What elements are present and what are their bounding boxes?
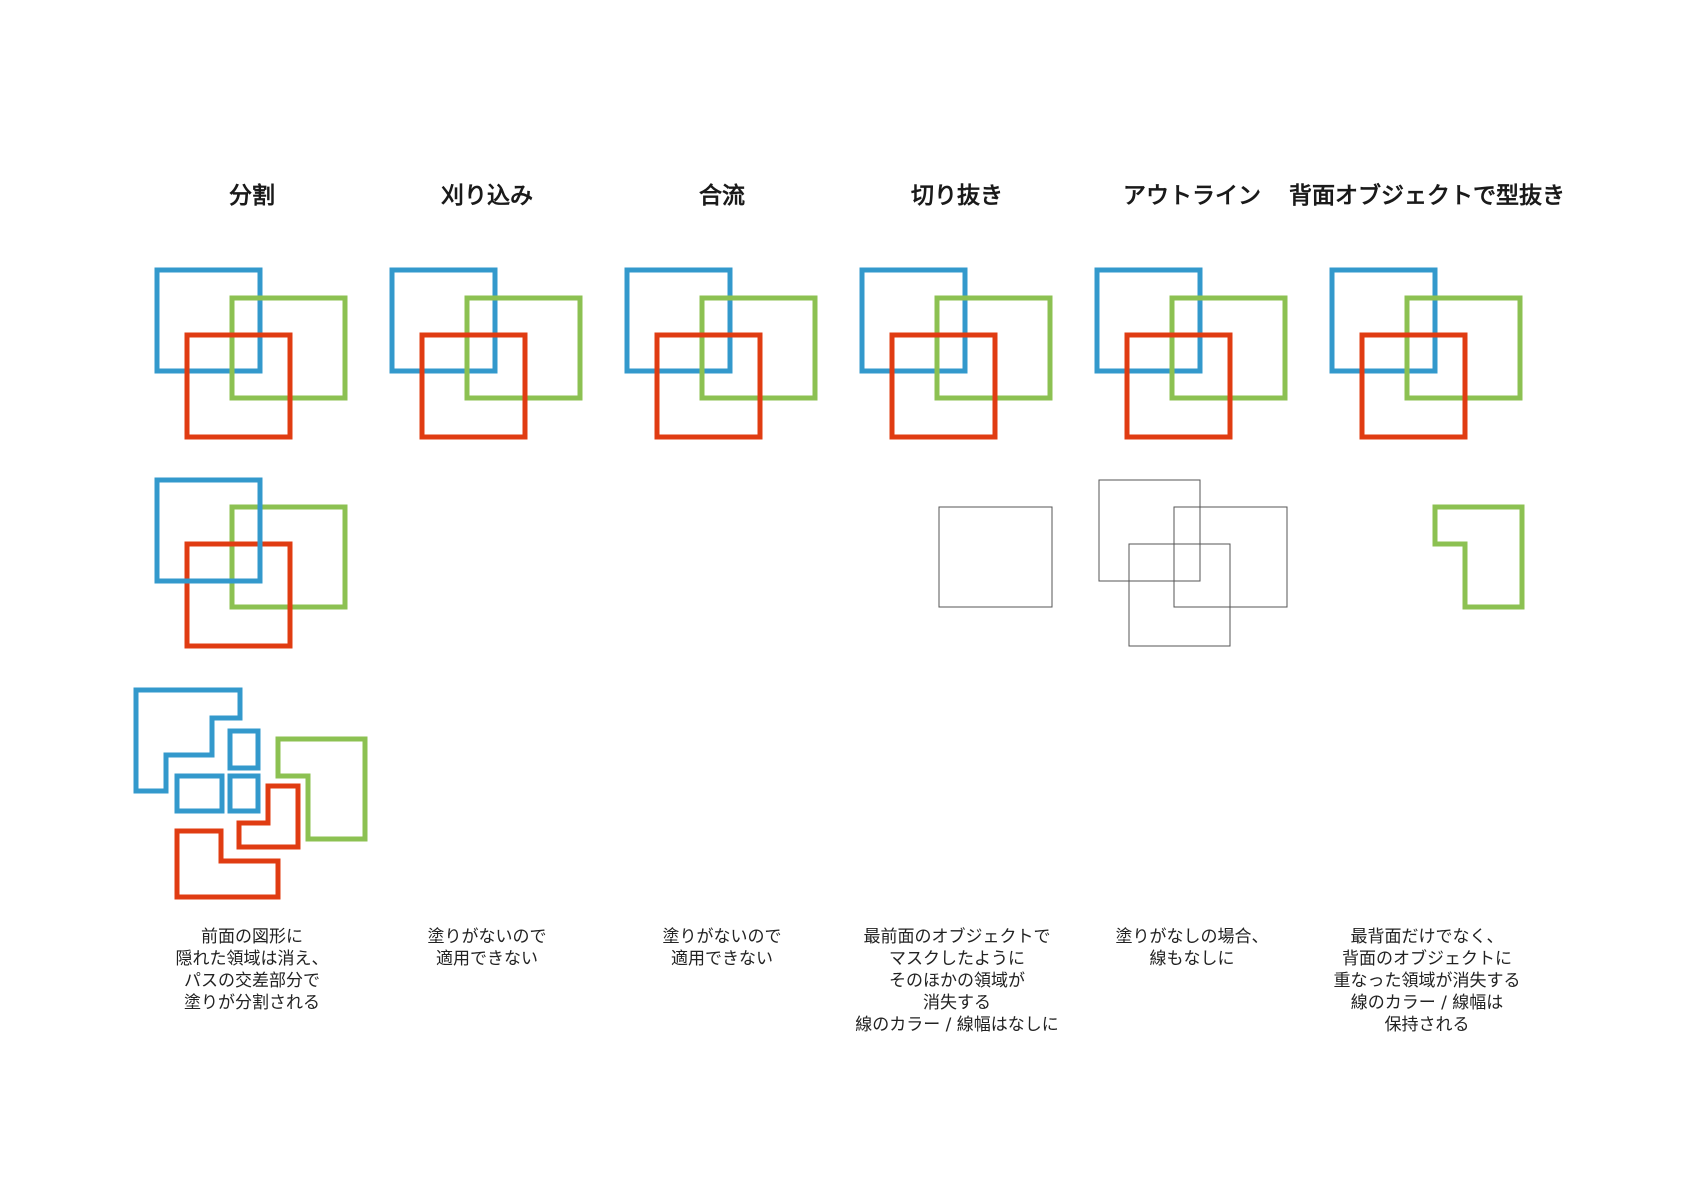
crop-original-red-square <box>889 332 998 440</box>
note-crop: 最前面のオブジェクトで マスクしたように そのほかの領域が 消失する 線のカラー… <box>827 926 1087 1036</box>
heading-minus-back: 背面オブジェクトで型抜き <box>1289 183 1565 209</box>
note-merge: 塗りがないので 適用できない <box>592 926 852 970</box>
note-line: 線のカラー / 線幅はなしに <box>855 1015 1059 1035</box>
piece-blue-top <box>133 687 243 794</box>
crop-result-square <box>938 506 1053 608</box>
note-trim: 塗りがないので 適用できない <box>357 926 617 970</box>
piece-red-bottom <box>174 828 281 900</box>
note-line: 塗りがないので <box>427 927 547 947</box>
divide-red-square <box>184 541 293 649</box>
note-outline: 塗りがなしの場合、 線もなしに <box>1062 926 1322 970</box>
piece-red-middle <box>236 783 301 850</box>
outline-result-squares <box>1098 479 1288 647</box>
note-line: 塗りがなしの場合、 <box>1115 927 1269 947</box>
divide-original-blue-square <box>154 267 263 374</box>
divide-original-red-square <box>184 332 293 440</box>
heading-crop: 切り抜き <box>911 183 1003 209</box>
trim-original-blue-square <box>389 267 498 374</box>
trim-original-red-square <box>419 332 528 440</box>
note-line: 重なった領域が消失する <box>1333 971 1521 991</box>
merge-original-red-square <box>654 332 763 440</box>
note-line: 適用できない <box>436 949 538 969</box>
heading-merge: 合流 <box>699 183 745 209</box>
divide-result-squares <box>154 477 348 649</box>
note-line: 塗りが分割される <box>184 993 320 1013</box>
original-shapes-row <box>154 267 1523 440</box>
minus-back-green-shape <box>1432 504 1525 610</box>
note-line: 消失する <box>923 993 991 1013</box>
note-line: 最前面のオブジェクトで <box>863 927 1051 947</box>
note-line: 背面のオブジェクトに <box>1342 949 1512 969</box>
minus-back-original-red-square <box>1359 332 1468 440</box>
note-line: 最背面だけでなく、 <box>1350 927 1504 947</box>
note-minus-back: 最背面だけでなく、 背面のオブジェクトに 重なった領域が消失する 線のカラー /… <box>1297 926 1557 1036</box>
outline-blue-square <box>1098 479 1201 582</box>
piece-green <box>275 736 368 842</box>
note-line: パスの交差部分で <box>184 971 320 991</box>
divide-blue-square <box>154 477 263 584</box>
merge-original-blue-square <box>624 267 733 374</box>
piece-blue-small-3 <box>227 773 261 814</box>
note-line: 塗りがないので <box>662 927 782 947</box>
piece-blue-small-1 <box>227 728 261 771</box>
note-line: 保持される <box>1384 1015 1470 1035</box>
piece-blue-small-2 <box>174 773 225 814</box>
heading-trim: 刈り込み <box>441 183 533 209</box>
outline-original-red-square <box>1124 332 1233 440</box>
crop-original-blue-square <box>859 267 968 374</box>
note-line: 適用できない <box>671 949 773 969</box>
outline-original-blue-square <box>1094 267 1203 374</box>
note-line: そのほかの領域が <box>889 971 1025 991</box>
minus-back-original-blue-square <box>1329 267 1438 374</box>
heading-outline: アウトライン <box>1123 183 1261 209</box>
heading-divide: 分割 <box>229 183 275 209</box>
note-line: マスクしたように <box>889 949 1025 969</box>
note-line: 前面の図形に <box>201 927 303 947</box>
outline-red-square <box>1128 543 1231 647</box>
note-line: 隠れた領域は消え、 <box>175 949 329 969</box>
divide-separated-pieces <box>133 687 368 900</box>
note-divide: 前面の図形に 隠れた領域は消え、 パスの交差部分で 塗りが分割される <box>122 926 382 1014</box>
note-line: 線のカラー / 線幅は <box>1350 993 1504 1013</box>
note-line: 線もなしに <box>1149 949 1235 969</box>
